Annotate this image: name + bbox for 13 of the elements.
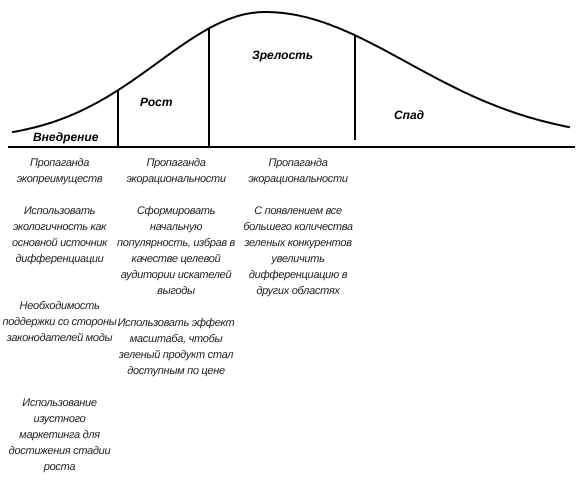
stage-label: Зрелость [252,48,313,62]
stage-label: Внедрение [33,130,98,144]
stage-note: Использовать экологичность как основной источник дифференциации [10,204,108,267]
stage-note: С появлением все большего количества зеленых конкурентов увеличить дифференциацию в других областях [242,204,354,299]
stage-label: Рост [140,95,173,109]
stage-note: Необходимость поддержки со стороны законодателей моды [2,299,117,346]
stage-label: Спад [394,108,424,122]
stage-note: Пропаганда экорациональности [125,156,227,187]
stage-note: Использование изустного маркетинга для достижения стадии роста [8,396,112,475]
stage-note: Сформировать начальную популярность, избрав в качестве целевой аудитории искателей выгоды [117,204,235,299]
stage-note: Пропаганда экорациональности [247,156,349,187]
stage-note: Пропаганда экопреимуществ [16,156,104,187]
stage-note: Использовать эффект масштаба, чтобы зеленый продукт стал доступным по цене [117,316,235,379]
